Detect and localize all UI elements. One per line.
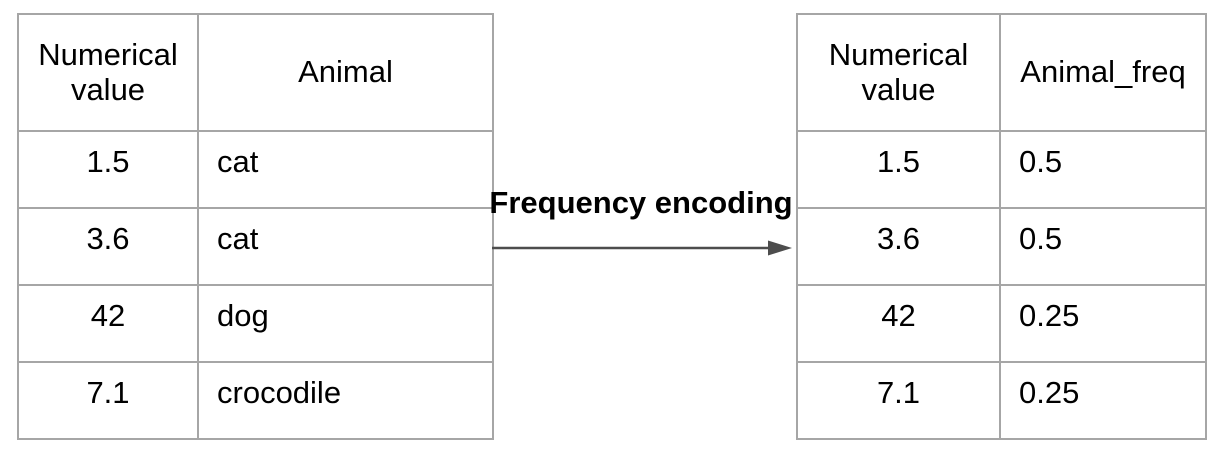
table-cell-animal-freq: 0.25 (999, 361, 1207, 440)
table-row: 42 dog (17, 284, 494, 363)
table-cell-animal-freq: 0.5 (999, 207, 1207, 286)
column-header-numerical-value: Numerical value (796, 13, 1001, 132)
column-header-numerical-value: Numerical value (17, 13, 199, 132)
table-row: 7.1 crocodile (17, 361, 494, 440)
table-header-row: Numerical value Animal_freq (796, 13, 1207, 132)
table-cell-animal: dog (197, 284, 494, 363)
column-header-animal: Animal (197, 13, 494, 132)
table-cell-animal: cat (197, 207, 494, 286)
table-cell-animal-freq: 0.5 (999, 130, 1207, 209)
table-cell-numerical-value: 7.1 (796, 361, 1001, 440)
arrow-label: Frequency encoding (489, 185, 793, 220)
table-row: 3.6 cat (17, 207, 494, 286)
table-cell-animal: cat (197, 130, 494, 209)
table-cell-animal-freq: 0.25 (999, 284, 1207, 363)
table-row: 7.1 0.25 (796, 361, 1207, 440)
encoded-table: Numerical value Animal_freq 1.5 0.5 3.6 … (796, 13, 1207, 440)
right-arrow-icon (492, 240, 792, 256)
table-row: 3.6 0.5 (796, 207, 1207, 286)
table-row: 1.5 0.5 (796, 130, 1207, 209)
table-cell-numerical-value: 3.6 (796, 207, 1001, 286)
table-cell-numerical-value: 7.1 (17, 361, 199, 440)
table-cell-animal: crocodile (197, 361, 494, 440)
table-cell-numerical-value: 1.5 (17, 130, 199, 209)
table-row: 1.5 cat (17, 130, 494, 209)
table-cell-numerical-value: 42 (17, 284, 199, 363)
column-header-animal-freq: Animal_freq (999, 13, 1207, 132)
table-row: 42 0.25 (796, 284, 1207, 363)
table-header-row: Numerical value Animal (17, 13, 494, 132)
table-cell-numerical-value: 3.6 (17, 207, 199, 286)
table-cell-numerical-value: 1.5 (796, 130, 1001, 209)
source-table: Numerical value Animal 1.5 cat 3.6 cat 4… (17, 13, 494, 440)
table-cell-numerical-value: 42 (796, 284, 1001, 363)
